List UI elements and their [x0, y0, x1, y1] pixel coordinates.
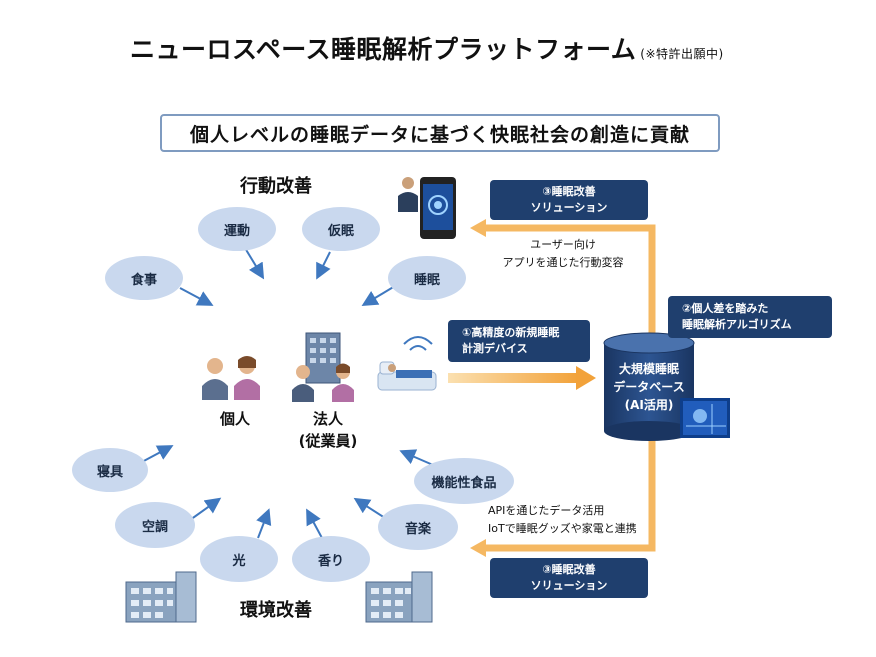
behavior-item-nap: 仮眠	[302, 207, 380, 251]
office-building-left-icon	[125, 571, 197, 623]
api-note-line1: APIを通じたデータ活用	[488, 504, 605, 517]
solution-box-bottom-line1: ③睡眠改善	[542, 563, 596, 577]
title-text: ニューロスペース睡眠解析プラットフォーム	[130, 35, 637, 64]
database-label-line2: データベース	[613, 380, 685, 394]
environment-item-music: 音楽	[378, 504, 458, 550]
solution-box-bottom: ③睡眠改善 ソリューション	[490, 558, 648, 598]
app-note: ユーザー向け アプリを通じた行動変容	[490, 236, 636, 271]
solution-box-top: ③睡眠改善 ソリューション	[490, 180, 648, 220]
individual-label: 個人	[219, 410, 250, 428]
algorithm-box: ②個人差を踏みた 睡眠解析アルゴリズム	[668, 296, 832, 338]
device-box-line1: ①高精度の新規睡眠	[462, 326, 560, 340]
environment-item-functional-food: 機能性食品	[414, 458, 514, 504]
ai-chip-icon	[680, 398, 730, 438]
app-note-line1: ユーザー向け	[530, 238, 596, 251]
individual-people-icon	[202, 356, 260, 400]
behavior-section-title: 行動改善	[240, 176, 312, 197]
employees-label: (従業員)	[298, 432, 358, 450]
office-building-right-icon	[365, 571, 433, 623]
app-note-line2: アプリを通じた行動変容	[502, 255, 624, 269]
orange-flow	[482, 224, 656, 552]
database-label: 大規模睡眠 データベース (AI活用)	[604, 360, 694, 414]
page-title: ニューロスペース睡眠解析プラットフォーム(※特許出願中)	[130, 30, 724, 66]
mission-banner: 個人レベルの睡眠データに基づく快眠社会の創造に貢献	[160, 114, 720, 152]
smartphone-app-icon	[398, 177, 456, 239]
device-box: ①高精度の新規睡眠 計測デバイス	[448, 320, 590, 362]
database-cylinder	[603, 332, 695, 441]
solution-box-bottom-line2: ソリューション	[530, 579, 608, 592]
database-label-line1: 大規模睡眠	[618, 362, 679, 376]
environment-item-light: 光	[200, 536, 278, 582]
algorithm-box-line2: 睡眠解析アルゴリズム	[682, 318, 792, 331]
environment-item-bedding: 寝具	[72, 448, 148, 492]
environment-section-title: 環境改善	[240, 600, 312, 621]
environment-item-scent: 香り	[292, 536, 370, 582]
device-box-line2: 計測デバイス	[462, 342, 528, 355]
corporate-building-icon	[292, 332, 354, 402]
behavior-arrows	[179, 247, 396, 307]
api-note: APIを通じたデータ活用 IoTで睡眠グッズや家電と連携	[488, 502, 648, 537]
algorithm-box-line1: ②個人差を踏みた	[682, 302, 769, 316]
behavior-item-sleep: 睡眠	[388, 256, 466, 300]
environment-arrows	[139, 445, 441, 539]
solution-box-top-line1: ③睡眠改善	[542, 185, 596, 199]
database-label-line3: (AI活用)	[624, 398, 674, 412]
sleep-sensor-device-icon	[377, 336, 437, 391]
title-note: (※特許出願中)	[640, 47, 724, 61]
corporate-label: 法人	[312, 410, 343, 428]
behavior-item-diet: 食事	[105, 256, 183, 300]
environment-item-air-conditioning: 空調	[115, 502, 195, 548]
behavior-item-exercise: 運動	[198, 207, 276, 251]
api-note-line2: IoTで睡眠グッズや家電と連携	[488, 521, 637, 535]
solution-box-top-line2: ソリューション	[530, 201, 608, 214]
